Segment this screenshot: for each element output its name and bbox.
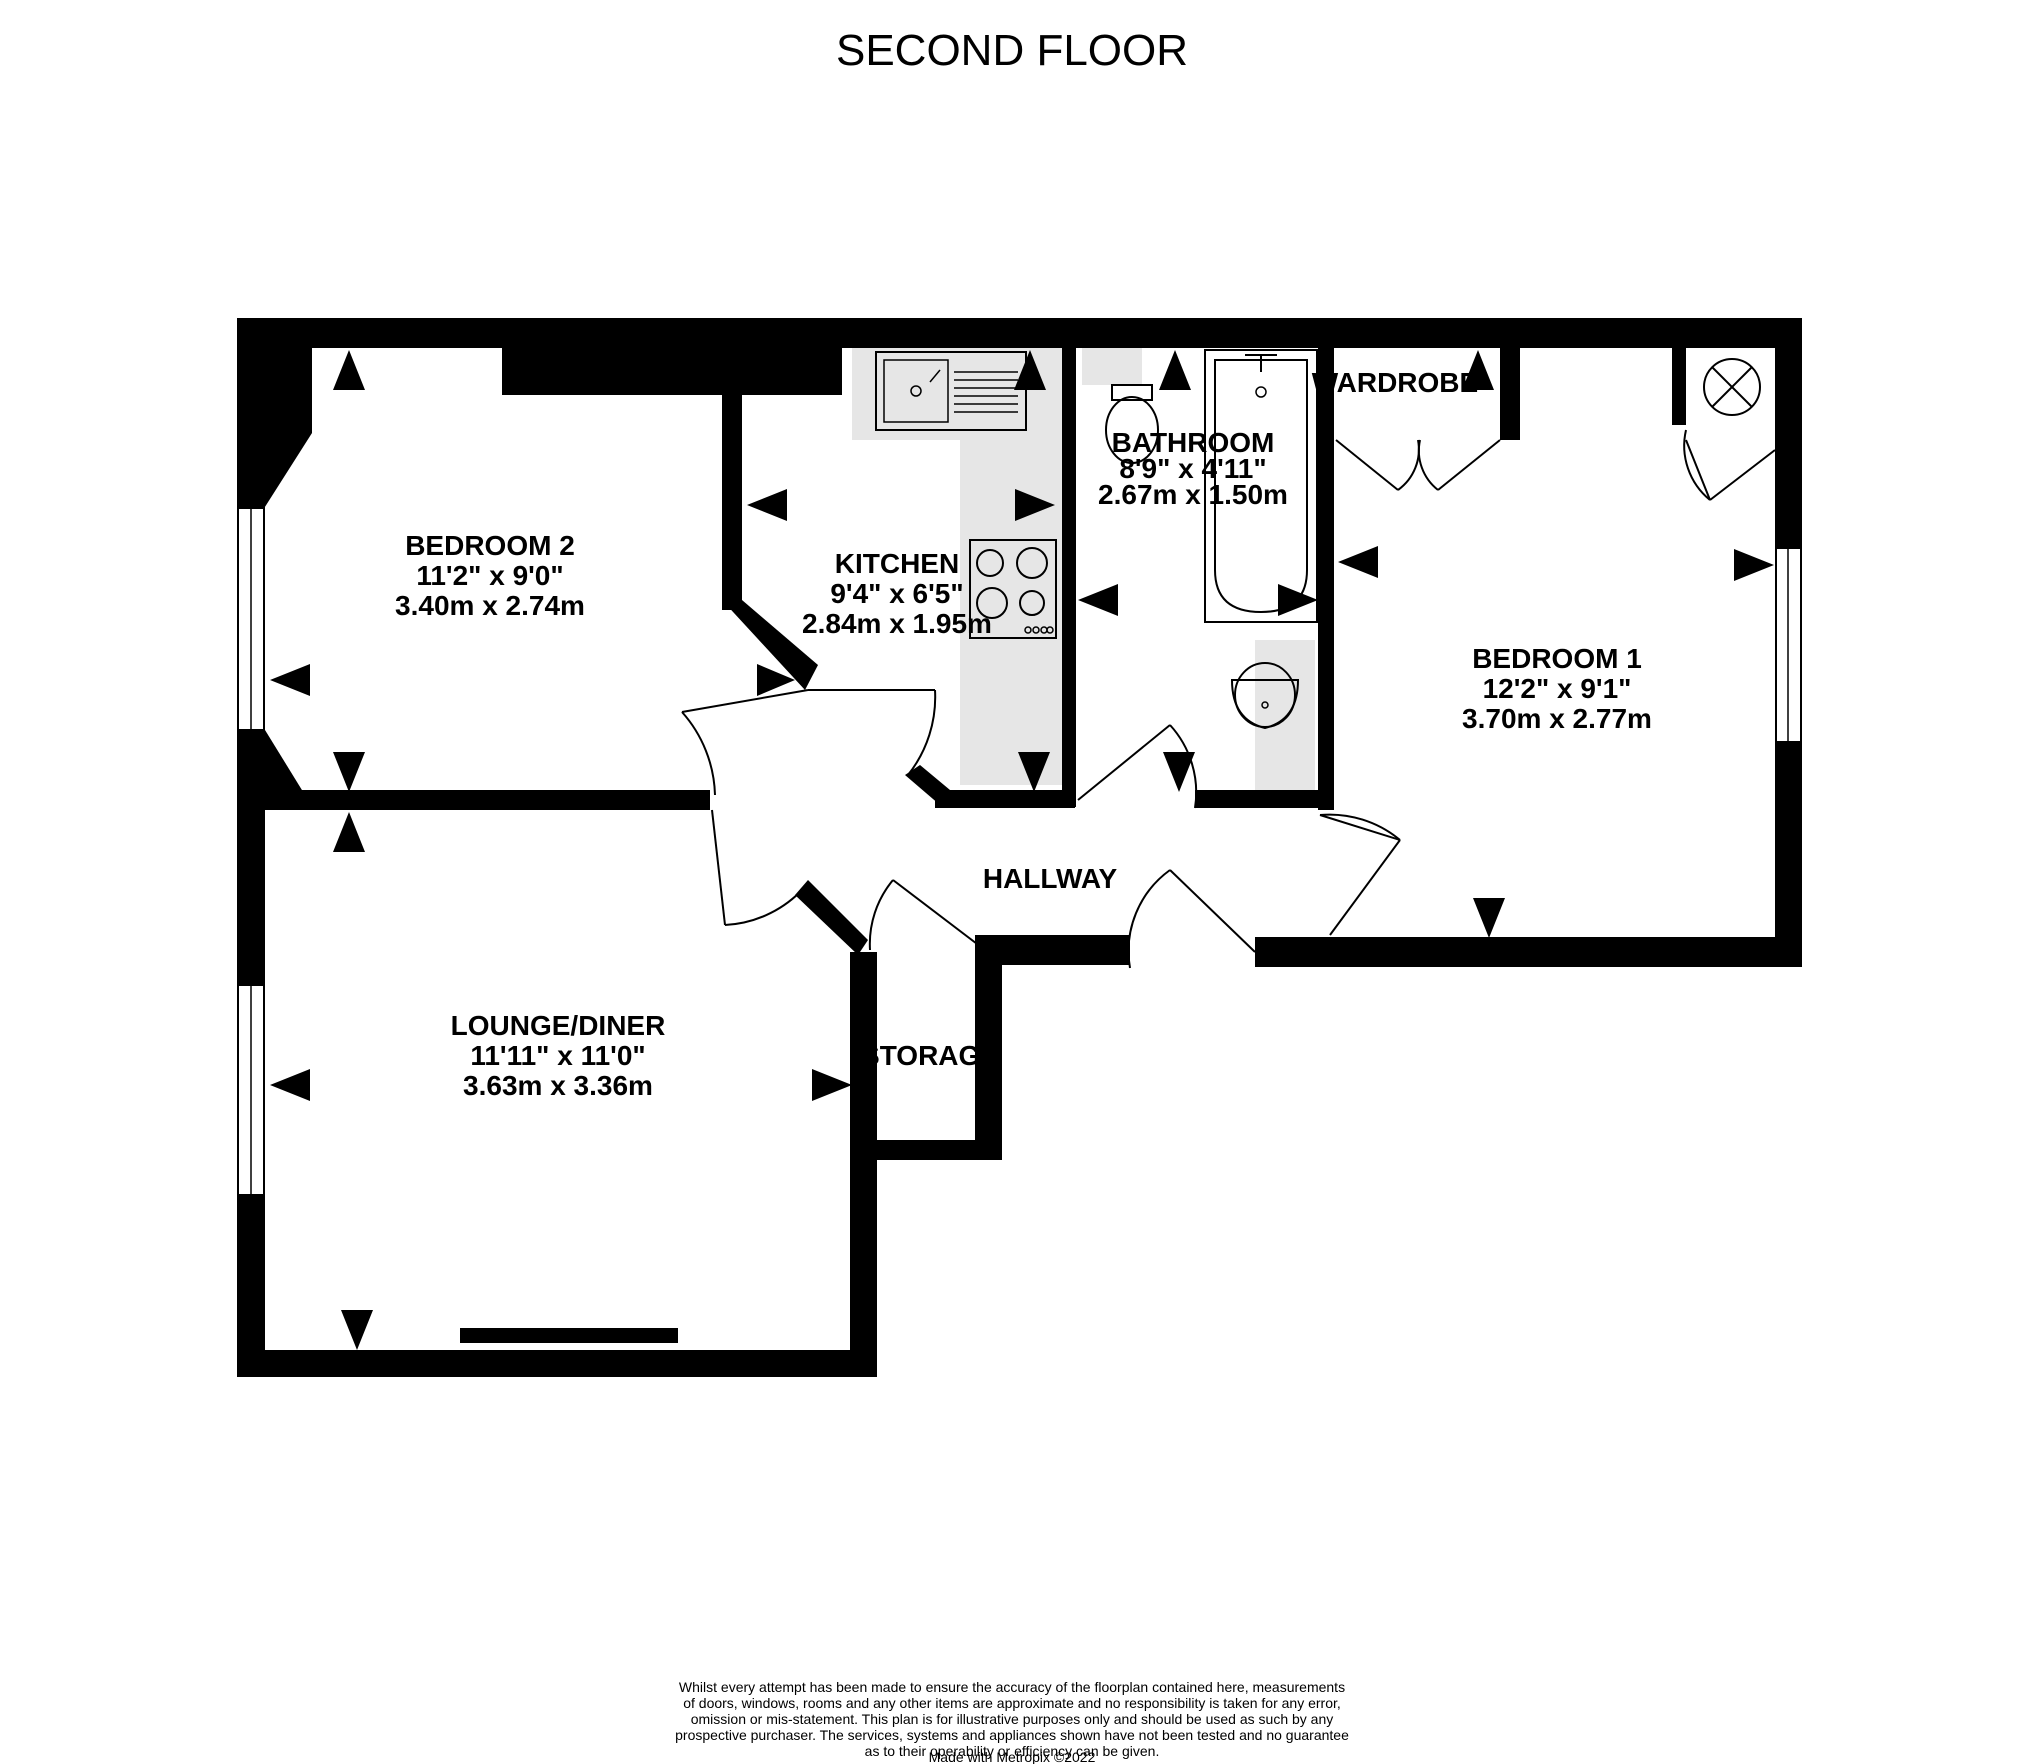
room-name-kitchen: KITCHEN [835,548,959,579]
arrow-right-icon [1278,584,1318,616]
room-name-bathroom: BATHROOM [1112,427,1275,458]
room-imperial-bedroom2: 11'2" x 9'0" [416,560,563,591]
room-imperial-bedroom1: 12'2" x 9'1" [1483,673,1632,704]
basin-icon [1230,662,1300,730]
disclaimer-line: Whilst every attempt has been made to en… [679,1679,1345,1695]
room-imperial-kitchen: 9'4" x 6'5" [830,578,963,609]
arrow-down-icon [333,752,365,792]
windows [237,507,1802,1196]
sink-icon [875,351,1027,431]
room-metric-bedroom1: 3.70m x 2.77m [1462,703,1652,734]
arrow-down-icon [1163,752,1195,792]
disclaimer-line: omission or mis-statement. This plan is … [691,1711,1334,1727]
arrow-down-icon [1018,752,1050,792]
hob-icon [969,539,1057,639]
room-name-lounge: LOUNGE/DINER [451,1010,666,1041]
room-metric-lounge: 3.63m x 3.36m [463,1070,653,1101]
dimension-markers [270,350,1774,1350]
arrow-left-icon [270,664,310,696]
arrow-up-icon [333,350,365,390]
walls [237,318,1802,1377]
arrow-down-icon [1473,898,1505,938]
room-name-bedroom2: BEDROOM 2 [405,530,575,561]
arrow-down-icon [341,1310,373,1350]
arrow-right-icon [812,1069,852,1101]
bath-icon [1204,349,1318,623]
arrow-up-icon [1014,350,1046,390]
room-name-bedroom1: BEDROOM 1 [1472,643,1642,674]
room-metric-bedroom2: 3.40m x 2.74m [395,590,585,621]
arrow-left-icon [1338,546,1378,578]
disclaimer-line: prospective purchaser. The services, sys… [675,1727,1349,1743]
floor-title: SECOND FLOOR [836,26,1188,75]
room-name-wardrobe: WARDROBE [1312,367,1478,398]
fixtures [875,349,1761,730]
arrow-left-icon [747,489,787,521]
doors [681,429,1776,969]
room-name-hallway: HALLWAY [983,863,1118,894]
room-name-storage: STORAGE [861,1040,999,1071]
arrow-up-icon [333,812,365,852]
room-imperial-lounge: 11'11" x 11'0" [470,1040,645,1071]
arrow-left-icon [1078,584,1118,616]
room-labels: BEDROOM 2 11'2" x 9'0" 3.40m x 2.74m KIT… [395,367,1652,1101]
arrow-up-icon [1159,350,1191,390]
arrow-left-icon [270,1069,310,1101]
room-metric-bathroom: 2.67m x 1.50m [1098,479,1288,510]
boiler-icon [1703,358,1761,416]
disclaimer-line: of doors, windows, rooms and any other i… [683,1695,1341,1711]
arrow-right-icon [1015,489,1055,521]
arrow-right-icon [757,664,795,696]
arrow-up-icon [1462,350,1494,390]
room-metric-kitchen: 2.84m x 1.95m [802,608,992,639]
room-imperial-bathroom: 8'9" x 4'11" [1119,453,1266,484]
disclaimer: Whilst every attempt has been made to en… [675,1679,1349,1764]
disclaimer-line: as to their operability or efficiency ca… [865,1743,1160,1759]
disclaimer-credit: Made with Metropix ©2022 [929,1749,1096,1764]
toilet-icon [1105,384,1159,464]
arrow-right-icon [1734,549,1774,581]
